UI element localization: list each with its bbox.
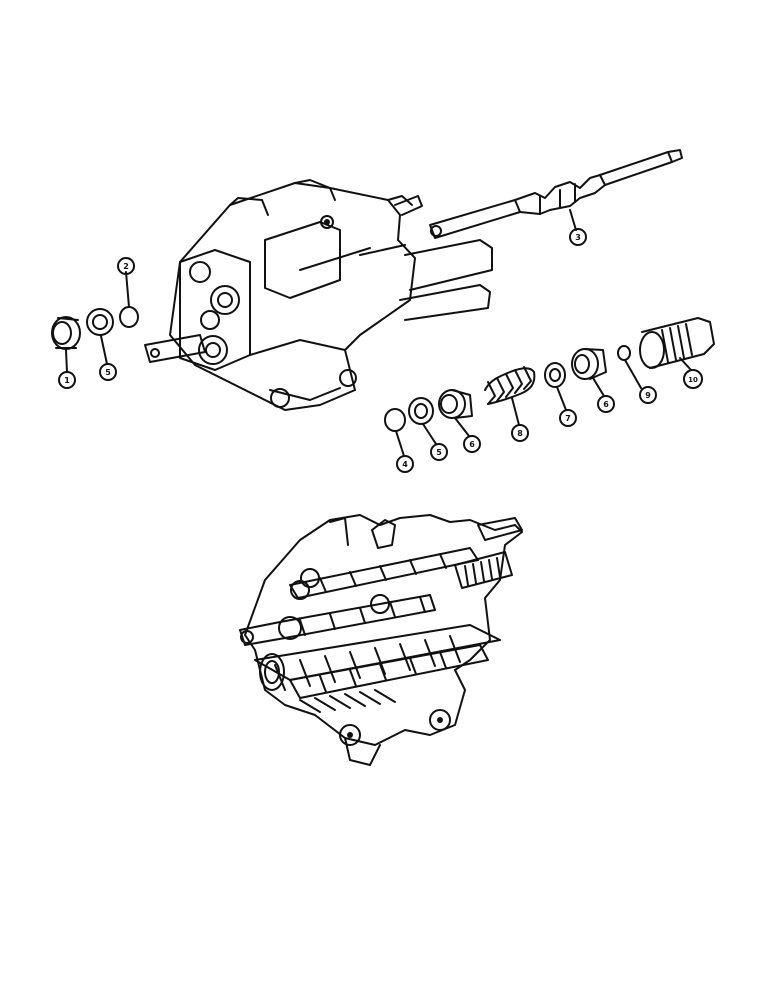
- part-8-spring: [484, 366, 536, 405]
- spool-part-3: [429, 149, 683, 239]
- callout-6-right: 6: [597, 395, 615, 413]
- callout-5-right-label: 5: [436, 448, 442, 457]
- callout-4-label: 4: [402, 460, 408, 469]
- callout-7-label: 7: [565, 414, 571, 423]
- callout-4: 4: [396, 455, 414, 473]
- callout-2-label: 2: [123, 262, 129, 271]
- part-4-snap-ring: [384, 408, 406, 432]
- callout-9: 9: [639, 386, 657, 404]
- callout-6-left-label: 6: [469, 440, 475, 449]
- callout-5-left: 5: [99, 363, 117, 381]
- callout-5-right: 5: [430, 443, 448, 461]
- callout-5-left-label: 5: [105, 368, 111, 377]
- part-1-threaded-plug: [51, 316, 81, 350]
- callout-8: 8: [511, 424, 529, 442]
- part-9-o-ring: [617, 345, 631, 361]
- callout-2: 2: [117, 257, 135, 275]
- callout-8-label: 8: [517, 429, 523, 438]
- callout-3-label: 3: [575, 233, 581, 242]
- callout-1: 1: [58, 371, 76, 389]
- valve-body-exploded: [144, 179, 493, 411]
- valve-cutaway-assembly: [239, 514, 523, 766]
- part-5-washer-right: [408, 397, 434, 425]
- part-2-o-ring: [119, 306, 139, 328]
- part-6-cup-right: [571, 348, 607, 380]
- part-6-cup-left: [438, 389, 473, 419]
- callout-3: 3: [569, 228, 587, 246]
- callout-1-label: 1: [64, 376, 70, 385]
- part-10-threaded-cap: [639, 317, 715, 369]
- callout-6-right-label: 6: [603, 400, 609, 409]
- leader-lines: [65, 209, 692, 457]
- callout-10-label: 10: [688, 376, 698, 384]
- callout-7: 7: [559, 409, 577, 427]
- callout-9-label: 9: [645, 391, 651, 400]
- callout-6-left: 6: [463, 435, 481, 453]
- part-7-washer: [544, 362, 566, 388]
- callout-10: 10: [683, 369, 703, 389]
- part-5-washer-left: [86, 308, 114, 336]
